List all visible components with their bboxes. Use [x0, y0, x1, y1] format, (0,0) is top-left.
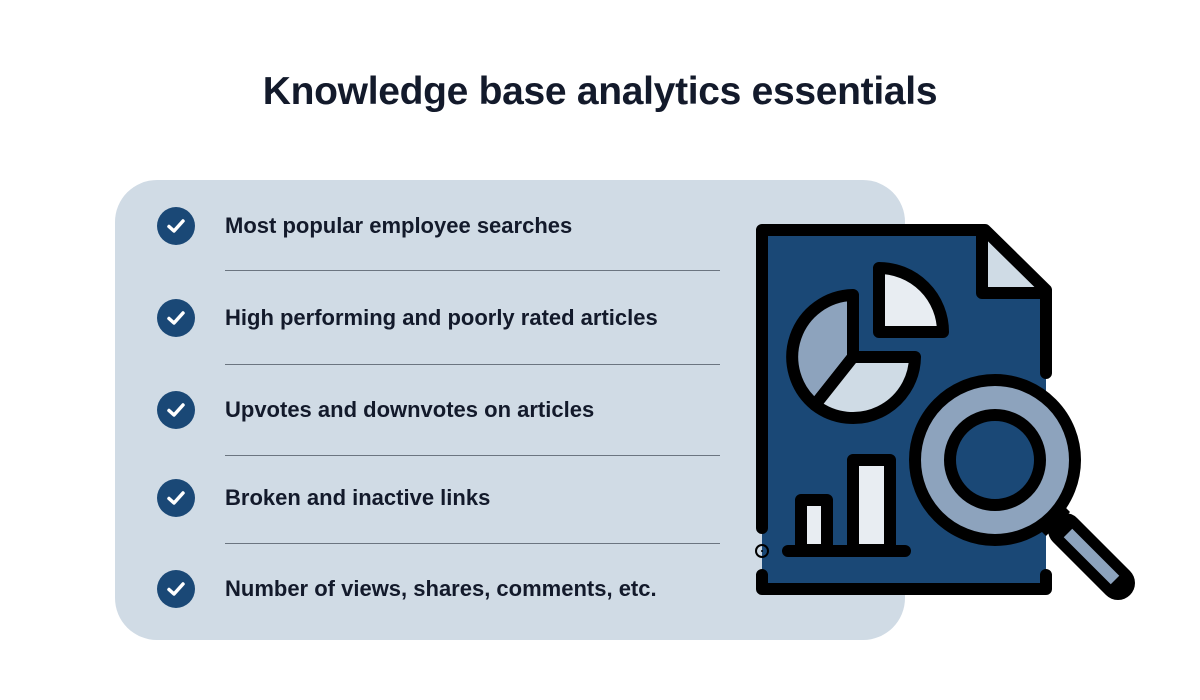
list-item: Upvotes and downvotes on articles: [157, 390, 594, 430]
check-circle-icon: [157, 391, 195, 429]
divider: [225, 455, 720, 456]
page-title: Knowledge base analytics essentials: [262, 70, 938, 113]
item-label: Upvotes and downvotes on articles: [225, 397, 595, 422]
divider: [225, 364, 720, 365]
item-label: Number of views, shares, comments, etc.: [225, 576, 657, 601]
item-label: Broken and inactive links: [225, 485, 491, 510]
divider: [225, 543, 720, 544]
check-circle-icon: [157, 207, 195, 245]
divider: [225, 270, 720, 271]
list-item: High performing and poorly rated article…: [157, 298, 658, 338]
check-circle-icon: [157, 570, 195, 608]
list-item: Broken and inactive links: [157, 478, 490, 518]
list-item: Number of views, shares, comments, etc.: [157, 569, 657, 609]
item-label: High performing and poorly rated article…: [225, 305, 658, 330]
check-circle-icon: [157, 299, 195, 337]
list-item: Most popular employee searches: [157, 206, 572, 246]
analytics-report-icon: [755, 224, 1135, 600]
check-circle-icon: [157, 479, 195, 517]
item-label: Most popular employee searches: [225, 213, 573, 238]
